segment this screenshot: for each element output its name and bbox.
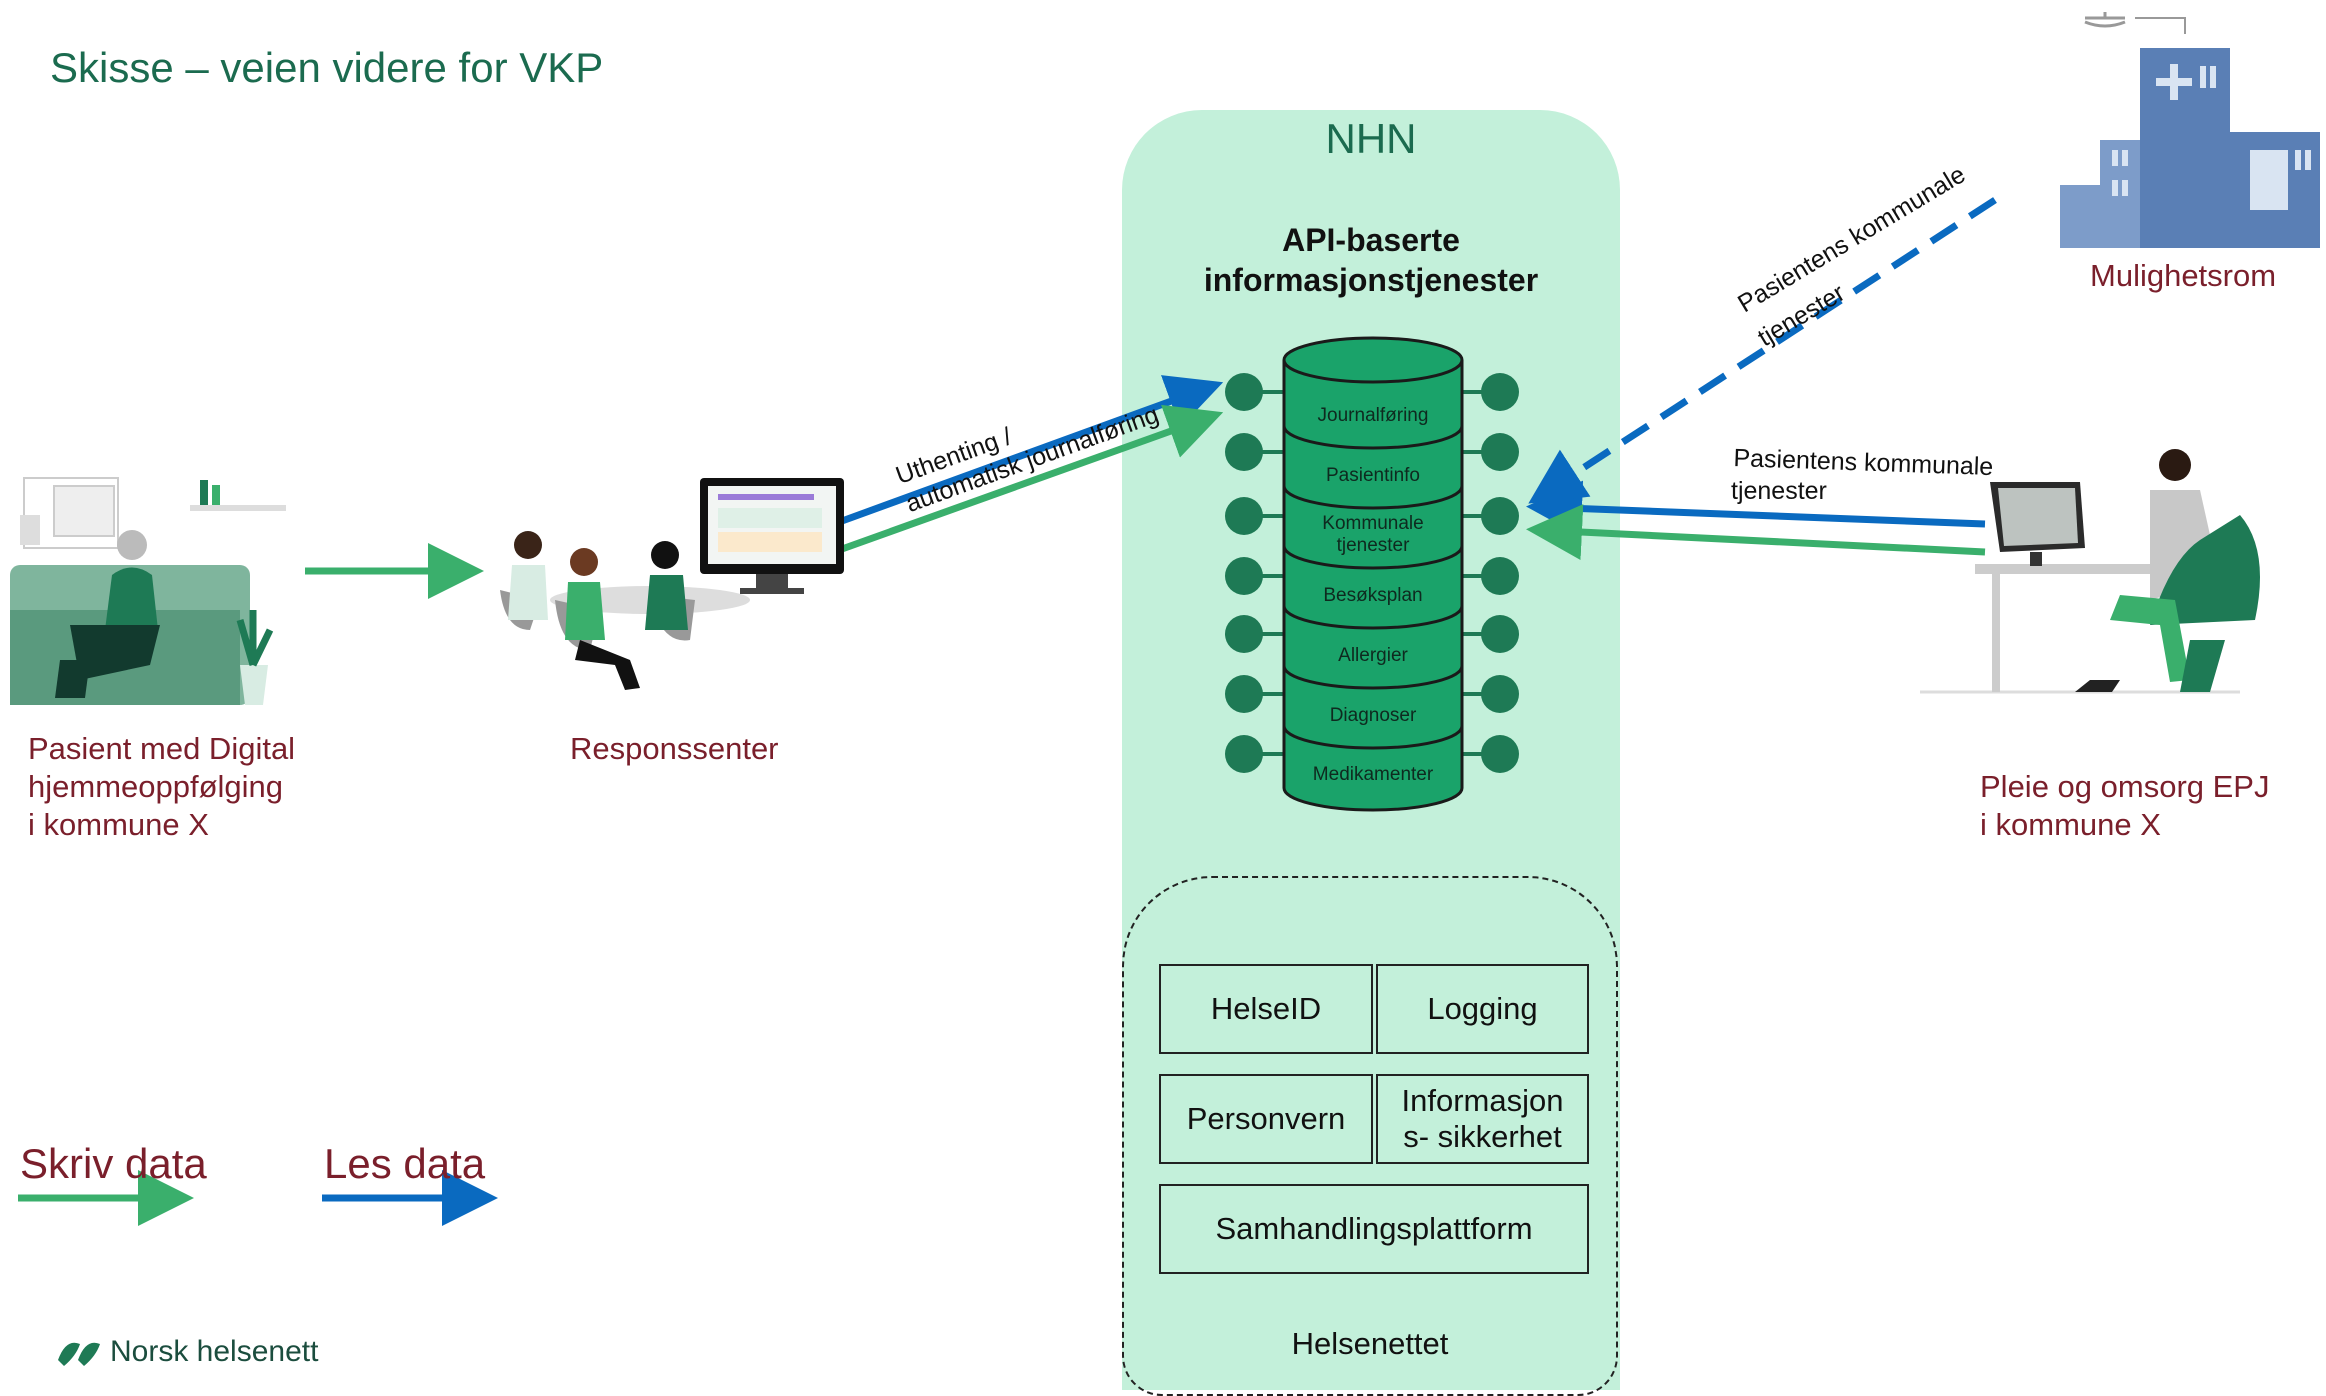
helsenettet-label: Helsenettet bbox=[1291, 1326, 1449, 1361]
box-logging: Logging bbox=[1376, 964, 1589, 1054]
logo-mark-icon bbox=[58, 1342, 100, 1366]
db-label-besoksplan: Besøksplan bbox=[1323, 585, 1423, 606]
page-title: Skisse – veien videre for VKP bbox=[50, 44, 604, 91]
box-samhandlingsplattform: Samhandlingsplattform bbox=[1159, 1184, 1589, 1274]
epj-label: Pleie og omsorg EPJ i kommune X bbox=[1980, 769, 2270, 842]
epj-write-arrow bbox=[1526, 504, 1986, 561]
epj-worker-illustration bbox=[1920, 449, 2260, 694]
db-label-allergier: Allergier bbox=[1338, 645, 1408, 666]
api-services-title: API-baserte informasjonstjenester bbox=[1203, 222, 1539, 298]
flow-arrows bbox=[18, 197, 1997, 1226]
box-helseid: HelseID bbox=[1159, 964, 1373, 1054]
norsk-helsenett-logo: Norsk helsenett bbox=[110, 1335, 319, 1368]
epj-arrow-text-2: tjenester bbox=[1731, 477, 1827, 505]
hospital-illustration bbox=[2060, 12, 2320, 248]
db-label-medikamenter: Medikamenter bbox=[1312, 764, 1434, 785]
legend-write-label: Skriv data bbox=[20, 1140, 207, 1187]
response-read-arrow bbox=[840, 375, 1224, 525]
legend-read-label: Les data bbox=[324, 1140, 486, 1187]
nhn-title: NHN bbox=[1325, 115, 1417, 162]
box-personvern: Personvern bbox=[1159, 1074, 1373, 1164]
db-label-kommunale-tjenester: Kommunale tjenester bbox=[1322, 513, 1424, 556]
patient-label: Pasient med Digital hjemmeoppfølging i k… bbox=[28, 731, 296, 842]
response-write-arrow bbox=[840, 404, 1224, 553]
response-center-illustration bbox=[500, 478, 844, 690]
db-label-pasientinfo: Pasientinfo bbox=[1325, 465, 1420, 486]
epj-read-arrow bbox=[1526, 480, 1986, 537]
database-cylinder bbox=[1282, 336, 1464, 812]
patient-illustration bbox=[10, 477, 286, 705]
db-label-diagnoser: Diagnoser bbox=[1329, 705, 1417, 726]
db-label-journalforing: Journalføring bbox=[1317, 405, 1429, 426]
box-informasjonssikkerhet: Informasjon s- sikkerhet bbox=[1376, 1074, 1589, 1164]
opportunity-label: Mulighetsrom bbox=[2090, 258, 2277, 293]
response-center-label: Responssenter bbox=[570, 731, 779, 766]
